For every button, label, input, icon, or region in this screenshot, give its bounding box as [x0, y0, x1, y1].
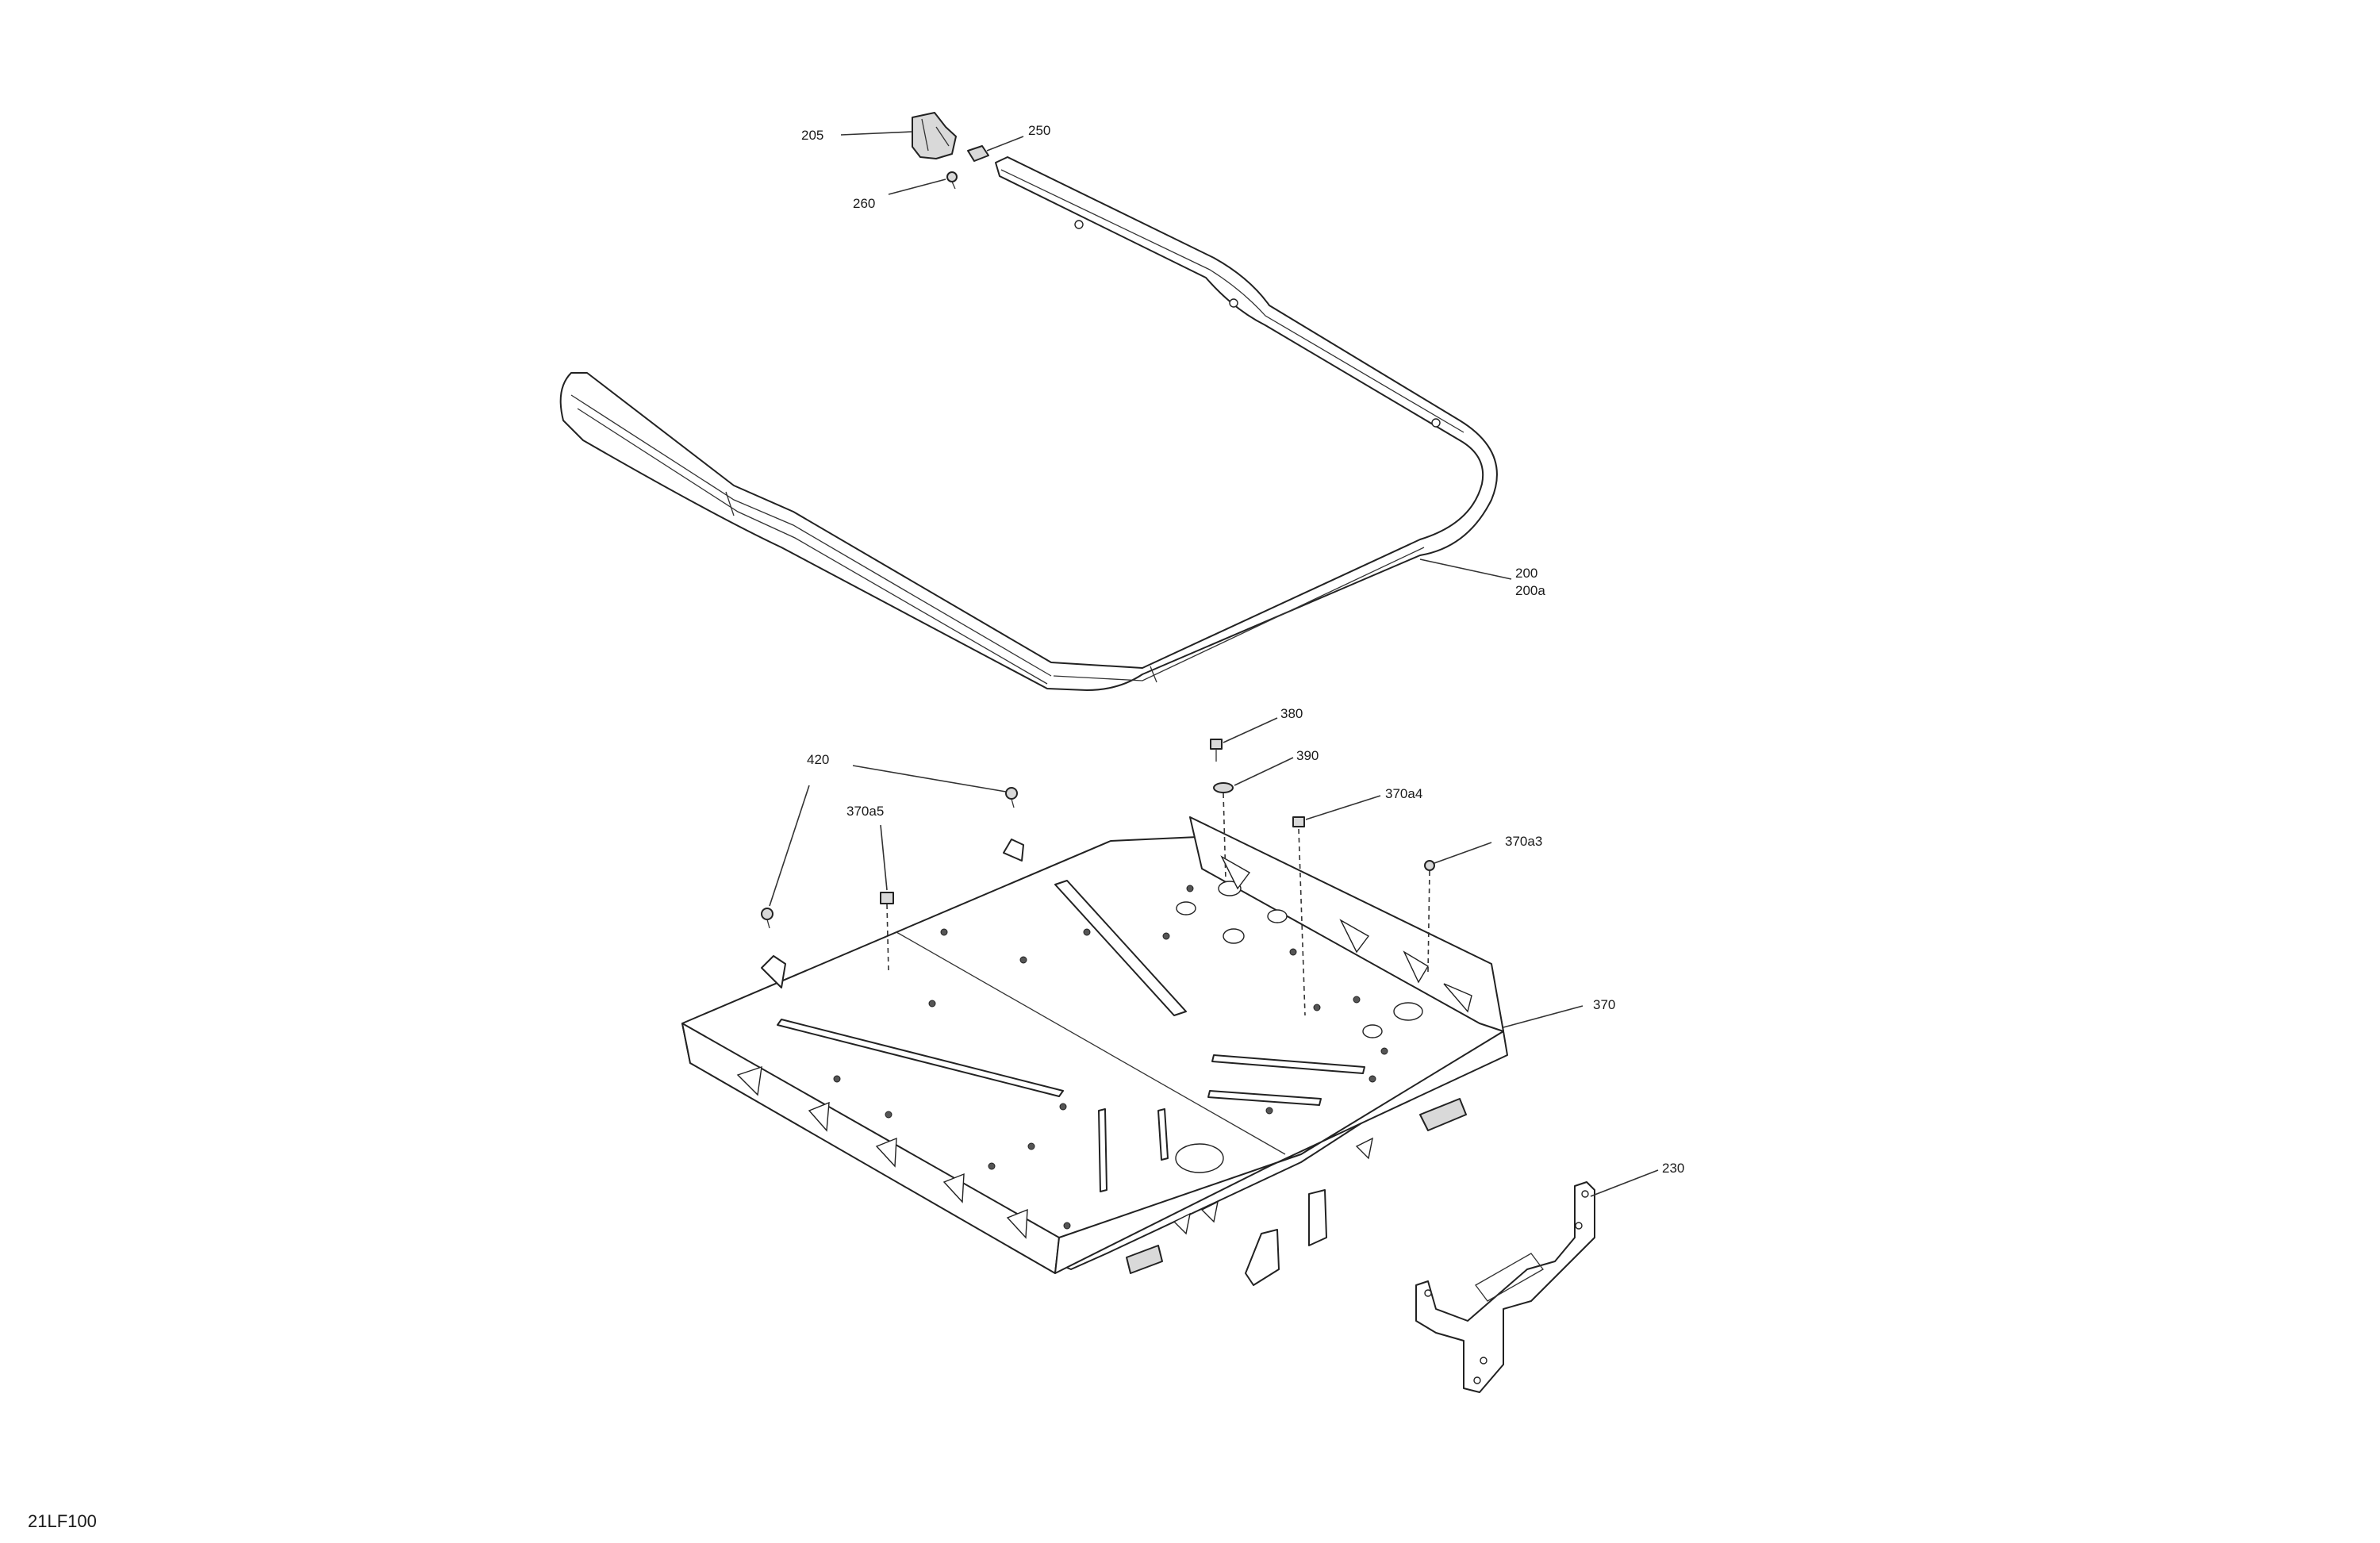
leader-370 — [1503, 1005, 1583, 1028]
nut-part-370a3 — [1424, 860, 1435, 871]
callout-250: 250 — [1028, 123, 1050, 138]
platform-part-370 — [681, 816, 1508, 1286]
clamp-part-205 — [912, 112, 957, 159]
callout-370a5: 370a5 — [846, 804, 884, 819]
leader-260 — [888, 178, 946, 195]
rail-part-200 — [559, 156, 1498, 691]
leader-230 — [1590, 1169, 1659, 1197]
callout-260: 260 — [853, 196, 875, 211]
leader-390 — [1234, 757, 1294, 786]
leader-380 — [1223, 717, 1278, 743]
callout-370a4: 370a4 — [1385, 786, 1422, 801]
callout-370a3: 370a3 — [1505, 834, 1542, 849]
callout-420: 420 — [807, 752, 829, 767]
callout-230: 230 — [1662, 1161, 1684, 1176]
callout-370: 370 — [1593, 997, 1615, 1012]
leader-370a3 — [1434, 842, 1492, 864]
nut-part-370a5 — [880, 892, 894, 904]
bolt-part-380 — [1210, 739, 1223, 762]
bracket-part-230 — [1415, 1181, 1595, 1393]
drawing-code: 21LF100 — [28, 1511, 97, 1531]
leader-370a5 — [880, 824, 888, 891]
callout-200: 200 — [1515, 566, 1537, 581]
leader-420-b — [769, 785, 810, 907]
screw-part-260 — [946, 171, 958, 190]
callout-380: 380 — [1280, 706, 1303, 721]
leader-200 — [1419, 558, 1512, 580]
screw-part-420 — [1005, 787, 1018, 808]
leader-370a4 — [1305, 795, 1381, 820]
assembly-line-370a5 — [886, 904, 889, 973]
washer-part-390 — [1213, 782, 1234, 793]
plate-part-250 — [967, 145, 989, 162]
callout-390: 390 — [1296, 748, 1319, 763]
leader-420 — [852, 765, 1007, 793]
nut-part-370a4 — [1292, 816, 1305, 827]
callout-200a: 200a — [1515, 583, 1545, 598]
screw-part-420-b — [761, 908, 774, 929]
assembly-line-380 — [1223, 793, 1226, 881]
leader-205 — [840, 131, 913, 136]
leader-250 — [986, 136, 1024, 152]
callout-205: 205 — [801, 128, 823, 143]
